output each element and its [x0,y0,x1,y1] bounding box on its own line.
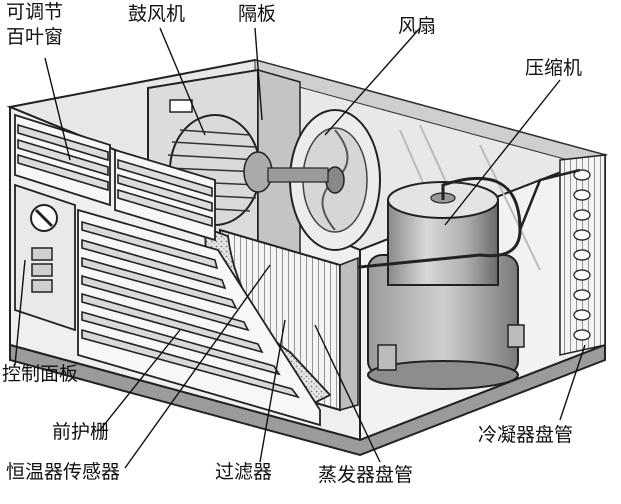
label-condenser-coil: 冷凝器盘管 [478,424,574,446]
compressor [349,168,581,390]
label-partition: 隔板 [238,3,277,25]
condenser-coil [559,154,606,356]
label-fan: 风扇 [398,15,437,37]
control-panel [14,183,76,332]
label-control-panel: 控制面板 [2,363,79,385]
label-compressor: 压缩机 [525,57,583,79]
adjustable-louvers [14,113,216,242]
front-grille [77,208,321,427]
condenser-fan [267,109,381,251]
label-blower: 鼓风机 [128,3,186,25]
label-adjustable-louver-line1: 可调节 [6,1,64,23]
label-evaporator-coil: 蒸发器盘管 [318,464,414,486]
label-adjustable-louver-line2: 百叶窗 [6,26,64,48]
leader-lines [14,27,586,469]
label-thermostat-sensor: 恒温器传感器 [6,461,121,483]
label-front-grille: 前护栅 [52,421,110,443]
label-filter: 过滤器 [215,461,273,483]
